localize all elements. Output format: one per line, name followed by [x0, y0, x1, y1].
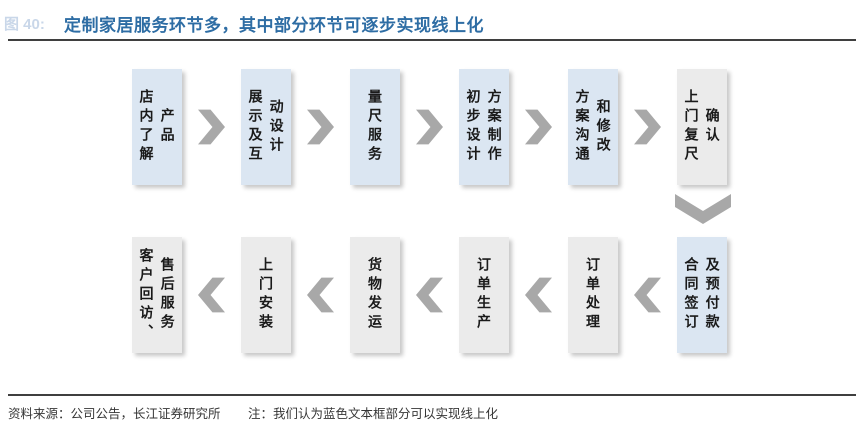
source-note: 资料来源：公司公告，长江证券研究所: [8, 407, 221, 421]
step-label: 客户回访、: [138, 247, 155, 343]
figure-number-label: 图 40:: [4, 16, 45, 33]
arrow-left-icon: [307, 277, 334, 313]
arrow-left-icon: [416, 277, 443, 313]
title-divider-line: [8, 39, 856, 41]
arrow-right-icon: [634, 109, 661, 145]
arrow-right-icon: [307, 109, 334, 145]
footer-divider-line: [8, 394, 856, 396]
step-label: 及预付款: [704, 257, 721, 333]
arrow-left-icon: [634, 277, 661, 313]
step-label: 和修改: [595, 98, 612, 156]
figure-title: 定制家居服务环节多，其中部分环节可逐步实现线上化: [64, 16, 484, 35]
step-measuring-service: 量尺服务: [350, 69, 400, 185]
arrow-left-icon: [198, 277, 225, 313]
step-display-interactive-design: 展示及互 动设计: [241, 69, 291, 185]
step-label: 订单处理: [585, 257, 602, 333]
step-label: 上门安装: [258, 257, 275, 333]
step-label: 货物发运: [367, 257, 384, 333]
step-label: 售后服务: [159, 257, 176, 333]
step-label: 展示及互: [247, 89, 264, 165]
step-customer-followup-aftersales: 客户回访、 售后服务: [132, 237, 182, 353]
step-order-production: 订单生产: [459, 237, 509, 353]
figure-note: 注：我们认为蓝色文本框部分可以实现线上化: [248, 407, 499, 421]
step-label: 量尺服务: [367, 89, 384, 165]
arrow-down-icon: [675, 194, 731, 226]
step-label: 合同签订: [683, 257, 700, 333]
footer: 资料来源：公司公告，长江证券研究所 注：我们认为蓝色文本框部分可以实现线上化: [8, 403, 498, 422]
step-label: 产品: [159, 108, 176, 146]
arrow-right-icon: [198, 109, 225, 145]
step-label: 订单生产: [476, 257, 493, 333]
arrow-right-icon: [416, 109, 443, 145]
step-label: 方案制作: [486, 89, 503, 165]
step-label: 初步设计: [465, 89, 482, 165]
step-label: 上门复尺: [683, 89, 700, 165]
step-plan-communication-revision: 方案沟通 和修改: [568, 69, 618, 185]
step-onsite-remeasure-confirm: 上门复尺 确认: [677, 69, 727, 185]
arrow-left-icon: [525, 277, 552, 313]
step-label: 店内了解: [138, 89, 155, 165]
step-contract-signing-prepayment: 合同签订 及预付款: [677, 237, 727, 353]
step-store-product-discovery: 店内了解 产品: [132, 69, 182, 185]
step-label: 方案沟通: [574, 89, 591, 165]
step-onsite-installation: 上门安装: [241, 237, 291, 353]
arrow-right-icon: [525, 109, 552, 145]
step-order-processing: 订单处理: [568, 237, 618, 353]
step-label: 动设计: [268, 98, 285, 156]
step-label: 确认: [704, 108, 721, 146]
step-goods-shipping: 货物发运: [350, 237, 400, 353]
step-preliminary-design-plan: 初步设计 方案制作: [459, 69, 509, 185]
